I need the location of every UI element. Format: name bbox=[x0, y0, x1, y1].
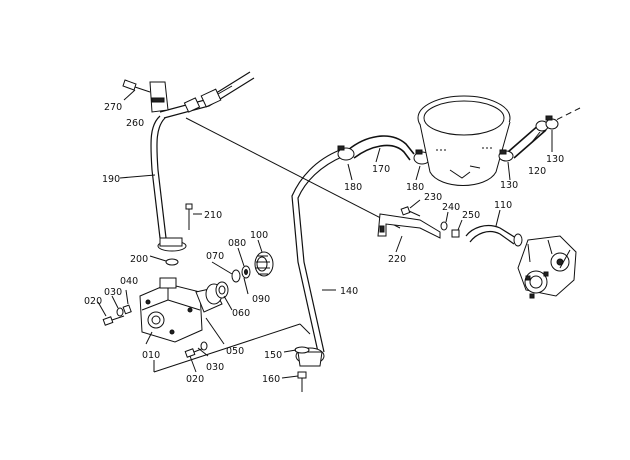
control-cable bbox=[185, 117, 401, 229]
washer-030-left bbox=[116, 307, 124, 317]
callout-060: 060 bbox=[232, 308, 250, 319]
pipe-140 bbox=[291, 149, 345, 353]
callout-090: 090 bbox=[252, 294, 270, 305]
callout-100: 100 bbox=[250, 230, 268, 241]
callout-130-left: 130 bbox=[500, 180, 518, 191]
base-rail bbox=[153, 323, 311, 373]
leader-lines-pump bbox=[189, 239, 263, 373]
washer-080 bbox=[241, 265, 251, 279]
bracket-260 bbox=[149, 81, 169, 113]
callout-070: 070 bbox=[206, 251, 224, 262]
bolt-230 bbox=[400, 199, 421, 217]
flange-200 bbox=[149, 237, 187, 266]
callout-150: 150 bbox=[264, 350, 282, 361]
callout-200: 200 bbox=[130, 254, 148, 265]
callout-260: 260 bbox=[126, 118, 144, 129]
callout-230: 230 bbox=[424, 192, 442, 203]
callout-240: 240 bbox=[442, 202, 460, 213]
hose-120 bbox=[507, 107, 581, 159]
bolt-270 bbox=[122, 79, 151, 101]
air-cleaner-tank bbox=[417, 95, 511, 186]
fitting-150 bbox=[283, 346, 325, 367]
callout-labels: 270 260 190 210 200 040 030 020 010 070 … bbox=[84, 102, 564, 385]
bolt-020-lower bbox=[184, 347, 205, 358]
callout-120: 120 bbox=[528, 166, 546, 177]
bolt-020-left bbox=[102, 315, 125, 326]
nut-250 bbox=[451, 219, 463, 238]
washer-030-lower bbox=[200, 341, 208, 351]
callout-180-left: 180 bbox=[344, 182, 362, 193]
callout-020-lower: 020 bbox=[186, 374, 204, 385]
callout-040: 040 bbox=[120, 276, 138, 287]
callout-210: 210 bbox=[204, 210, 222, 221]
washer-240 bbox=[440, 211, 449, 231]
callout-130-right: 130 bbox=[546, 154, 564, 165]
callout-250: 250 bbox=[462, 210, 480, 221]
callout-030-left: 030 bbox=[104, 287, 122, 298]
callout-160: 160 bbox=[262, 374, 280, 385]
callout-140: 140 bbox=[340, 286, 358, 297]
callout-170: 170 bbox=[372, 164, 390, 175]
gear-100 bbox=[254, 251, 274, 277]
bracket-220 bbox=[377, 213, 441, 253]
nut-040-left bbox=[97, 289, 132, 317]
bolt-210 bbox=[185, 203, 202, 230]
bolt-160 bbox=[281, 371, 307, 392]
clamp-180-left bbox=[337, 145, 355, 181]
callout-180-right: 180 bbox=[406, 182, 424, 193]
hose-110 bbox=[465, 209, 523, 247]
washer-070 bbox=[231, 269, 241, 283]
clamp-130-right bbox=[531, 115, 559, 152]
clamp-130-left bbox=[498, 149, 514, 181]
callout-110: 110 bbox=[494, 200, 512, 211]
callout-270: 270 bbox=[104, 102, 122, 113]
callout-010: 010 bbox=[142, 350, 160, 361]
callout-080: 080 bbox=[228, 238, 246, 249]
callout-190: 190 bbox=[102, 174, 120, 185]
callout-050: 050 bbox=[226, 346, 244, 357]
callout-030-lower: 030 bbox=[206, 362, 224, 373]
coupling-060 bbox=[205, 281, 229, 305]
hose-170 bbox=[347, 135, 415, 161]
callout-020-left: 020 bbox=[84, 296, 102, 307]
turbocharger bbox=[517, 235, 577, 299]
callout-220: 220 bbox=[388, 254, 406, 265]
upper-left-pipe bbox=[159, 71, 255, 119]
pipe-190 bbox=[119, 115, 167, 239]
